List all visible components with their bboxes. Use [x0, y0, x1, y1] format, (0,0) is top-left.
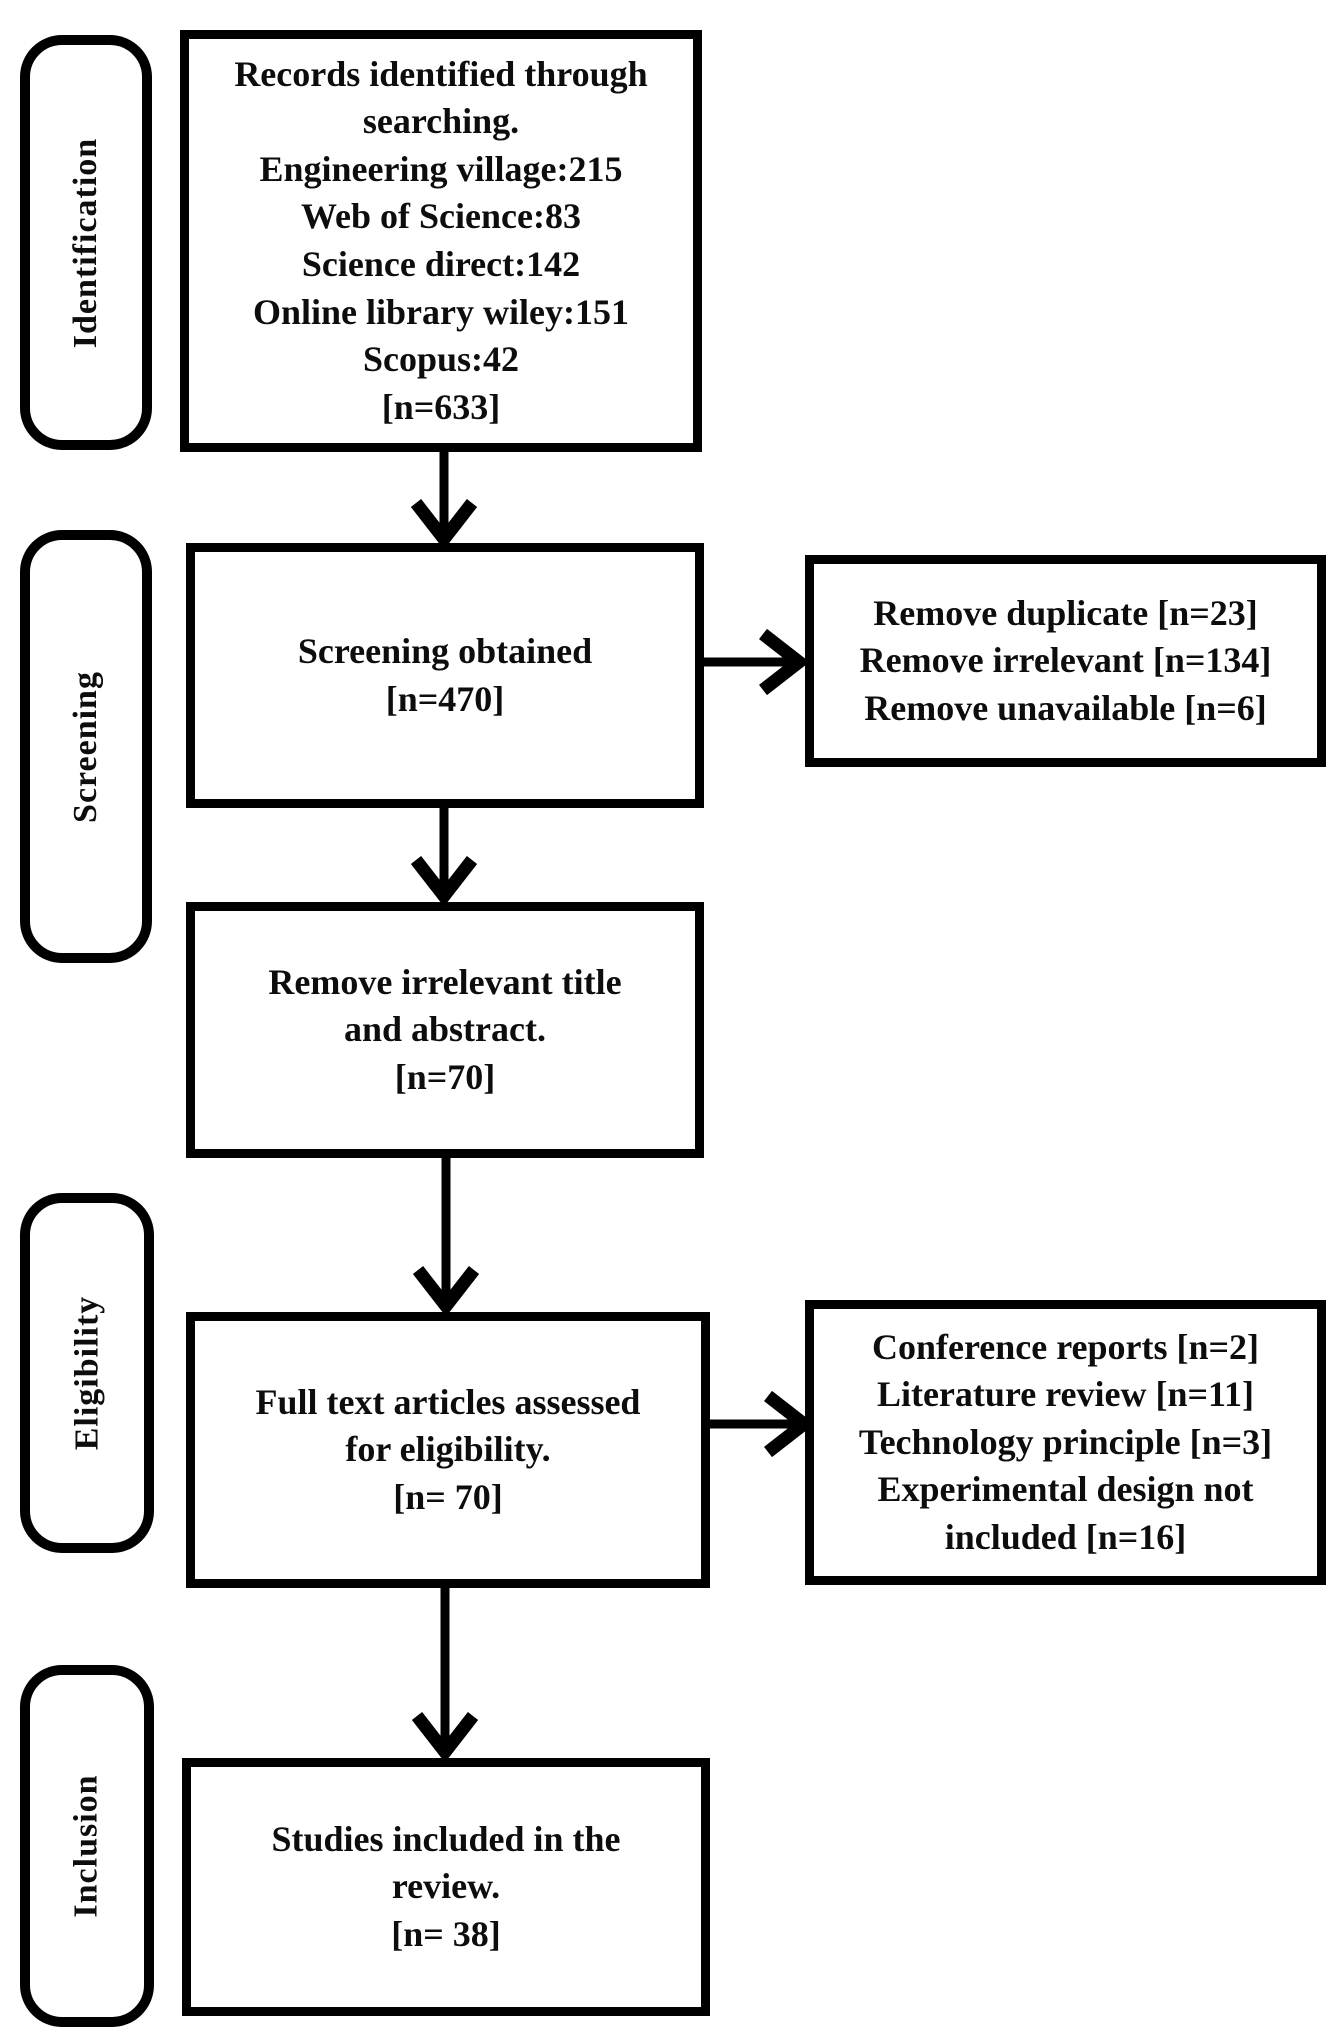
text-line: Remove unavailable [n=6] [864, 687, 1267, 728]
text-line: for eligibility. [345, 1429, 551, 1470]
arrow-records-to-screening [410, 452, 478, 550]
text-line: searching. [362, 101, 520, 142]
stage-label-eligibility: Eligibility [20, 1193, 154, 1553]
text-line: Remove irrelevant title [268, 961, 622, 1002]
stage-label-text: Screening [67, 670, 104, 823]
stage-label-identification: Identification [20, 35, 152, 450]
box-studies-included: Studies included in the review. [n= 38] [182, 1758, 710, 2016]
arrow-fulltext-to-exclusions [710, 1390, 815, 1458]
text-line: review. [391, 1866, 501, 1907]
stage-label-text: Inclusion [68, 1774, 105, 1918]
text-line: Remove duplicate [n=23] [873, 592, 1258, 633]
arrow-fulltext-to-included [411, 1588, 479, 1763]
box-eligibility-exclusions: Conference reports [n=2] Literature revi… [805, 1300, 1326, 1585]
text-line: Studies included in the [271, 1818, 621, 1859]
text-line: Technology principle [n=3] [858, 1421, 1273, 1462]
text-line: Records identified through [234, 53, 648, 94]
text-line: Scopus:42 [362, 339, 520, 380]
box-screening-obtained: Screening obtained [n=470] [186, 543, 704, 808]
stage-label-screening: Screening [20, 530, 152, 963]
text-line: included [n=16] [944, 1516, 1187, 1557]
box-screening-exclusions: Remove duplicate [n=23] Remove irrelevan… [805, 555, 1326, 767]
text-line: Web of Science:83 [301, 196, 581, 237]
text-line: Remove irrelevant [n=134] [859, 640, 1272, 681]
stage-label-text: Eligibility [68, 1295, 105, 1451]
arrow-title-abstract-to-fulltext [412, 1158, 480, 1317]
text-line: Full text articles assessed [255, 1381, 641, 1422]
text-line: and abstract. [343, 1009, 546, 1050]
text-line: Online library wiley:151 [253, 291, 629, 332]
text-line: Conference reports [n=2] [871, 1326, 1260, 1367]
text-line: [n= 38] [391, 1913, 501, 1954]
text-line: Experimental design not [877, 1469, 1254, 1510]
box-records-identified: Records identified through searching. En… [180, 30, 702, 452]
box-remove-irrelevant-title-abstract: Remove irrelevant title and abstract. [n… [186, 902, 704, 1158]
arrow-screening-to-exclusions [702, 628, 810, 696]
text-line: [n=70] [394, 1056, 496, 1097]
text-line: [n=633] [381, 386, 501, 427]
stage-label-inclusion: Inclusion [20, 1665, 154, 2027]
text-line: Literature review [n=11] [876, 1374, 1255, 1415]
text-line: [n=470] [385, 678, 505, 719]
text-line: Engineering village:215 [259, 148, 623, 189]
text-line: Screening obtained [297, 630, 593, 671]
text-line: Science direct:142 [301, 244, 581, 284]
arrow-screening-to-title-abstract [410, 808, 478, 907]
box-full-text-assessed: Full text articles assessed for eligibil… [186, 1312, 710, 1588]
stage-label-text: Identification [67, 137, 105, 348]
text-line: [n= 70] [393, 1476, 503, 1517]
